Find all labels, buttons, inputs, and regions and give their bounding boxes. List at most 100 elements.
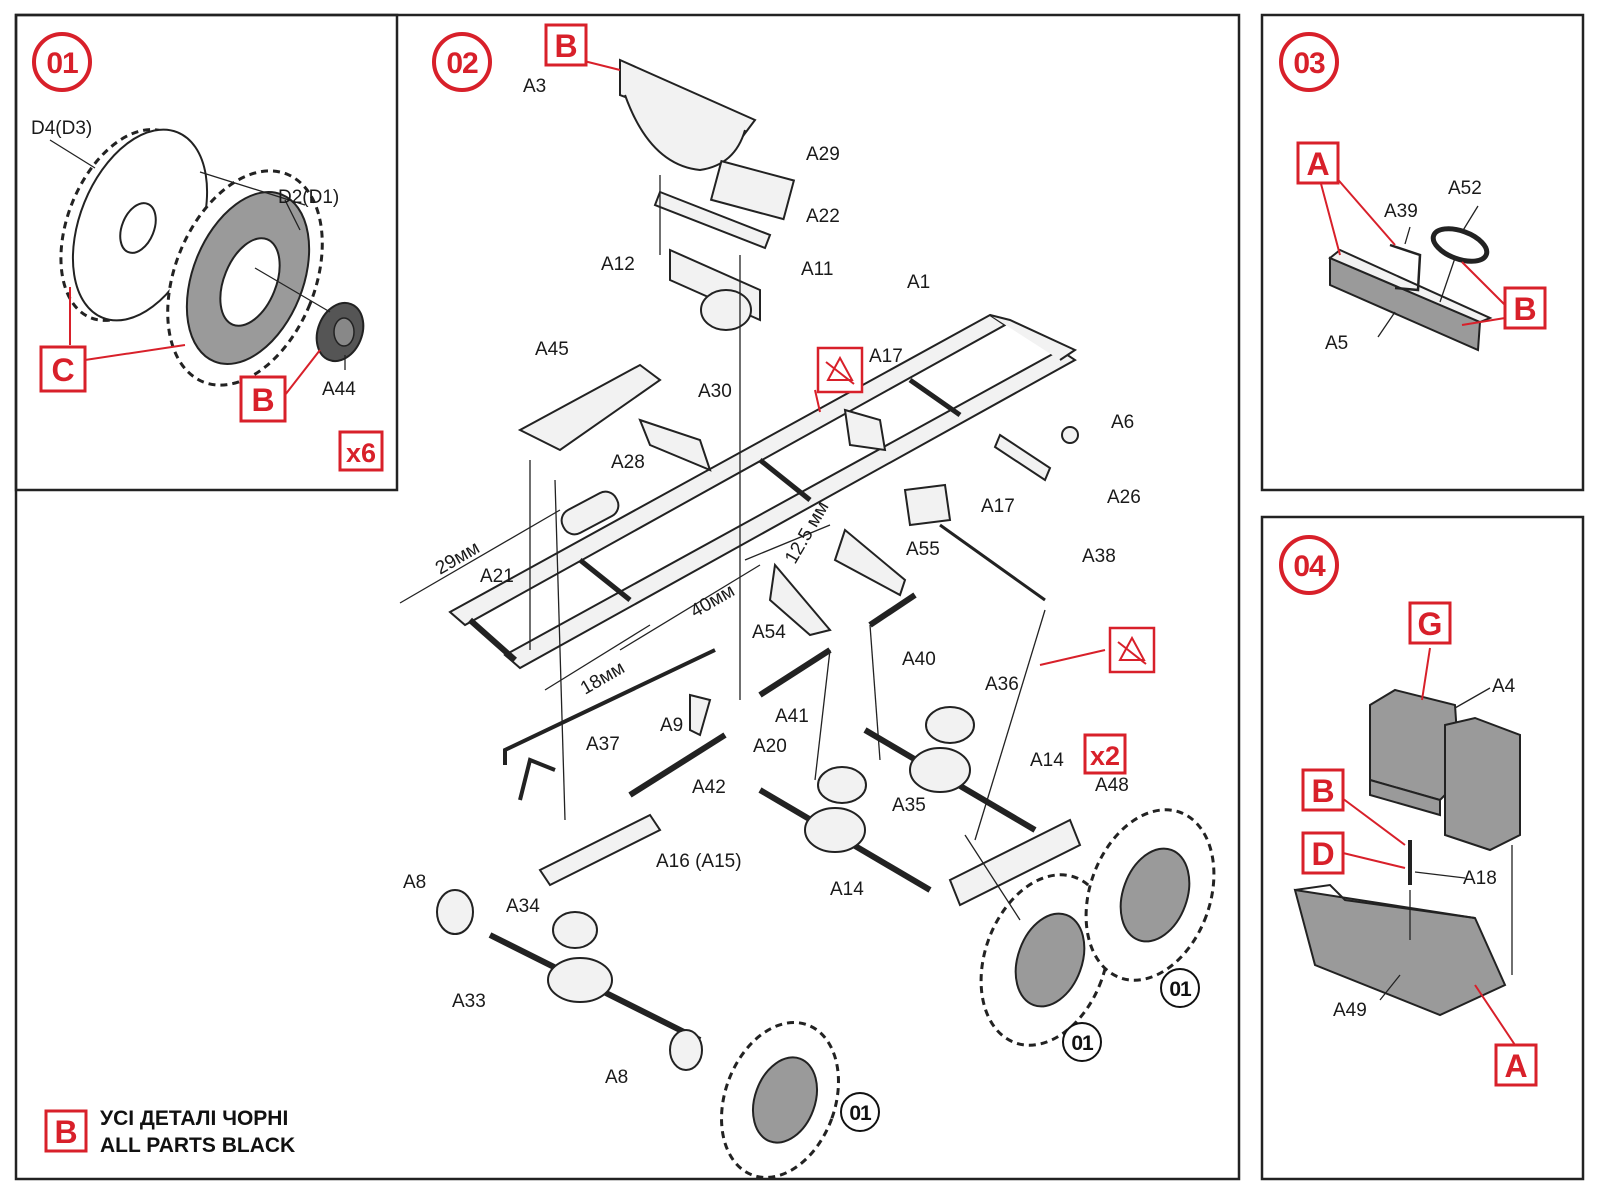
svg-text:B: B [1513,291,1536,327]
tag-leader [1421,647,1431,701]
axle-housing-a14-left [804,807,866,853]
wheel-ref-1: 01 [1160,968,1200,1008]
leader-line [1454,687,1491,709]
svg-text:B: B [1311,773,1334,809]
bracket-a26 [993,433,1052,482]
label-a12: A12 [601,254,635,275]
rod-a37-end [518,757,556,801]
step-number-03: 03 [1279,32,1339,92]
label-a17-mid: A17 [981,496,1015,517]
assembly-line [199,171,306,206]
driveshaft-a40 [868,592,917,628]
label-a33: A33 [452,991,486,1012]
wheel-ref-3: 01 [840,1092,880,1132]
leader-line [284,199,301,231]
colour-tag-a-floor: A [1494,1043,1538,1087]
diff-a35 [817,766,867,804]
dimension-line-12 [744,524,831,561]
mount-a11 [700,289,752,331]
tag-leader [1474,984,1516,1046]
legend-line-en: ALL PARTS BLACK [100,1134,295,1157]
svg-text:D: D [1311,836,1334,872]
leader-line [1379,974,1401,1001]
colour-tag-b-frame: B [544,23,588,67]
glue-symbol-right [1108,626,1156,674]
leader-line [1404,226,1411,245]
svg-text:01: 01 [46,47,78,80]
label-a35: A35 [892,795,926,816]
seat-a4 [1369,688,1521,852]
label-tire-outer: D4(D3) [31,118,92,139]
label-tire-inner: D2(D1) [278,187,339,208]
label-a5: A5 [1325,333,1348,354]
glue-symbol-top [816,346,864,394]
label-a20: A20 [753,736,787,757]
label-a14-left: A14 [830,879,864,900]
hub-part [315,301,365,363]
label-a18: A18 [1463,868,1497,889]
label-a38: A38 [1082,546,1116,567]
tag-leader [84,344,186,361]
svg-text:01: 01 [1169,978,1192,1001]
label-a29: A29 [806,144,840,165]
dimension-40: 40мм [687,581,738,623]
label-a1: A1 [907,272,930,293]
floor-a49 [1293,883,1507,1017]
svg-text:x6: x6 [346,438,376,468]
colour-tag-b-dash: B [1503,286,1547,330]
panel-01: 01 D4(D3) D2(D1) A44 [31,32,384,472]
label-a40: A40 [902,649,936,670]
hub-a8-top [436,889,474,935]
gusset-a54 [768,562,832,637]
label-a45: A45 [535,339,569,360]
legend-tag: B [54,1114,77,1150]
tire-inner-half [166,169,324,387]
dimension-29: 29мм [432,538,483,580]
colour-tag-a: A [1296,141,1340,185]
assembly-line [869,624,881,761]
diff-a34 [552,911,598,949]
panel-04-border [1260,515,1585,1181]
svg-text:04: 04 [1293,550,1326,583]
panel-02: 02 B [44,23,1216,1179]
label-a14-right: A14 [1030,750,1064,771]
label-a34: A34 [506,896,540,917]
mount-a17-top [843,408,887,452]
svg-text:C: C [51,352,74,388]
label-a6: A6 [1111,412,1134,433]
tag-leader [1039,649,1106,666]
label-a36: A36 [985,674,1019,695]
svg-text:G: G [1418,606,1443,642]
bogie-a48 [948,818,1082,907]
hub-a8-bottom [669,1029,703,1071]
axle-housing-a33 [547,957,613,1003]
label-a11: A11 [801,259,833,280]
label-a9: A9 [660,715,683,736]
lever-a39 [1389,243,1422,292]
colour-tag-c: C [39,345,87,393]
tag-leader [284,349,321,396]
label-a8-top: A8 [403,872,426,893]
label-a16: A16 (A15) [656,851,742,872]
svg-text:x2: x2 [1090,741,1120,771]
label-a55: A55 [906,539,940,560]
panel-03: 03 A52 A39 A5 A B [1279,32,1547,354]
colour-tag-b-rod: B [1301,768,1345,812]
label-a42: A42 [692,777,726,798]
rod-a38 [939,523,1046,602]
tag-leader [1342,852,1406,869]
assembly-line [814,649,831,781]
assembly-line [254,267,331,313]
leader-line [1414,871,1466,879]
label-a22: A22 [806,206,840,227]
step-number-02: 02 [432,32,492,92]
tag-leader [1337,794,1406,846]
label-a26: A26 [1107,487,1141,508]
quantity-badge-x2: x2 [1083,733,1127,775]
svg-text:A: A [1504,1048,1527,1084]
battery-tray [653,190,772,250]
label-a41: A41 [775,706,809,727]
label-a54: A54 [752,622,786,643]
label-a49: A49 [1333,1000,1367,1021]
